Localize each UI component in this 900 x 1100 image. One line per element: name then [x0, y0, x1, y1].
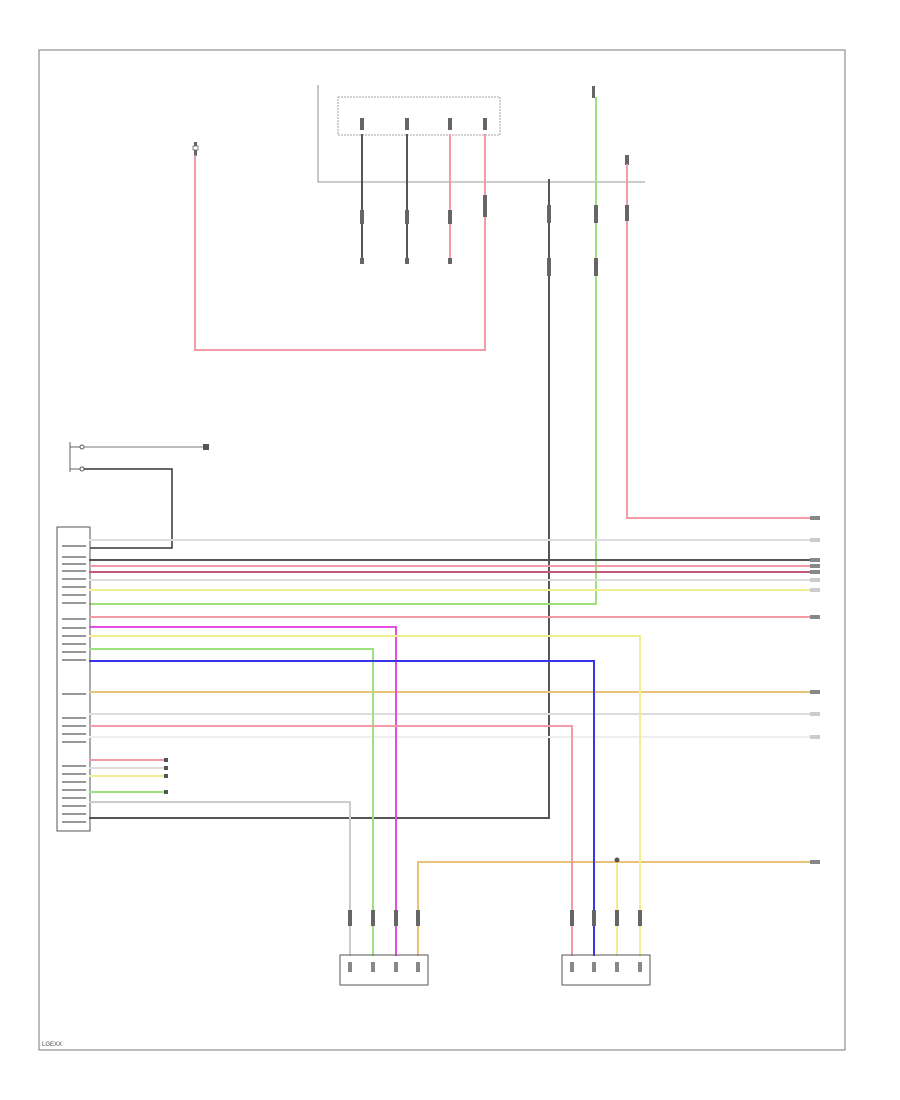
control-module	[56, 526, 91, 832]
lower-right-connector	[561, 910, 651, 986]
wire-grey-left	[89, 801, 351, 956]
wire-magenta-left	[89, 626, 397, 956]
mode-switch	[69, 442, 209, 549]
module-pin-labels	[62, 545, 86, 823]
lower-left-connector	[339, 910, 429, 986]
fuse-block-left	[192, 142, 199, 156]
module-stub-wires	[89, 758, 168, 794]
diagram-frame	[38, 49, 846, 1051]
fuse-block-right	[592, 86, 629, 165]
wire-red-lower	[89, 725, 573, 956]
wire-lightgreen-left	[89, 648, 374, 956]
wire-yellow-right	[89, 635, 641, 956]
wire-red-right	[626, 164, 813, 519]
junction-block-top	[317, 85, 645, 183]
wire-orange-left	[417, 861, 813, 956]
wire-blue-right	[89, 660, 595, 956]
wire-dark-main	[89, 179, 550, 819]
footer-code: LGEXX	[42, 1042, 62, 1048]
horizontal-wires	[89, 539, 813, 738]
top-drop-wires	[360, 134, 452, 264]
splice-point	[614, 857, 620, 863]
wire-red-loop	[194, 134, 486, 351]
right-terminals	[810, 516, 820, 864]
